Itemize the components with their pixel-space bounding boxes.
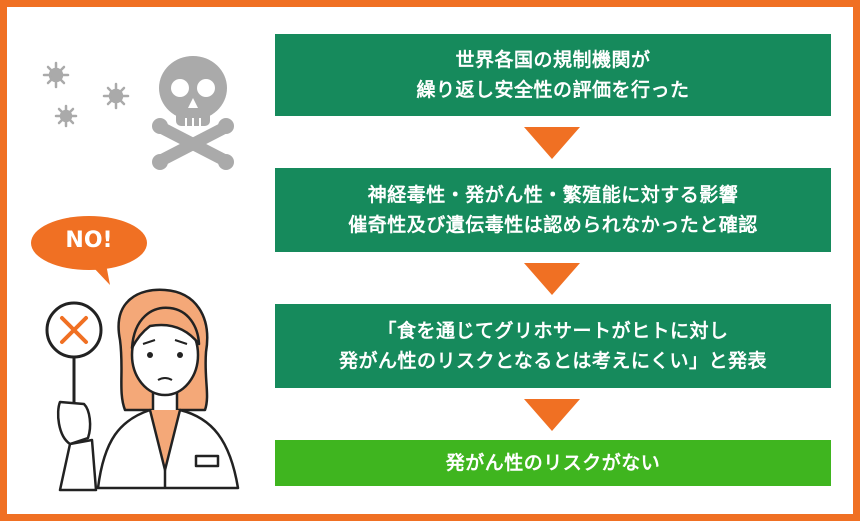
result-box: 発がん性のリスクがない <box>275 440 831 486</box>
germ-icon <box>102 82 130 110</box>
flow-step-3-line2: 発がん性のリスクとなるとは考えにくい」と発表 <box>338 350 768 372</box>
speech-bubble <box>31 216 147 285</box>
woman-illustration <box>56 288 240 492</box>
flow-step-1: 世界各国の規制機関が 繰り返し安全性の評価を行った <box>275 34 831 116</box>
flow-step-1-line1: 世界各国の規制機関が <box>455 49 651 71</box>
germ-icon <box>54 104 78 128</box>
down-arrow-icon <box>524 399 580 431</box>
flow-step-2-line2: 催奇性及び遺伝毒性は認められなかったと確認 <box>348 214 758 236</box>
flow-step-3-line1: 「食を通じてグリホサートがヒトに対し <box>377 320 729 342</box>
flow-step-1-line2: 繰り返し安全性の評価を行った <box>416 79 690 101</box>
skull-crossbones-icon <box>152 56 234 170</box>
flow-step-2: 神経毒性・発がん性・繁殖能に対する影響 催奇性及び遺伝毒性は認められなかったと確… <box>275 168 831 252</box>
x-sign-icon <box>45 301 103 410</box>
no-speech-text: NO! <box>65 228 113 253</box>
flow-step-2-line1: 神経毒性・発がん性・繁殖能に対する影響 <box>367 184 739 206</box>
down-arrow-icon <box>524 127 580 159</box>
down-arrow-icon <box>524 263 580 295</box>
result-text: 発がん性のリスクがない <box>445 452 661 474</box>
flow-step-3: 「食を通じてグリホサートがヒトに対し 発がん性のリスクとなるとは考えにくい」と発… <box>275 304 831 388</box>
germ-icon <box>42 61 70 89</box>
